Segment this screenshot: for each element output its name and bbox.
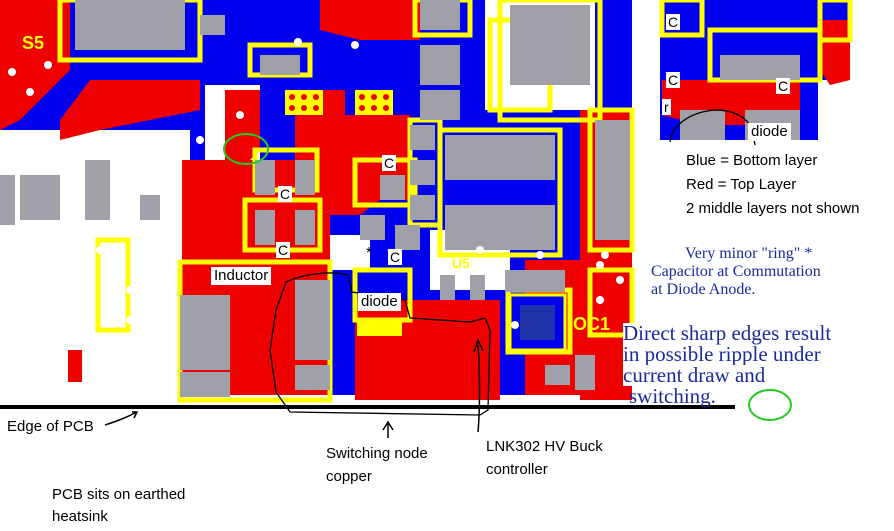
silkscreen-s5: S5 bbox=[22, 33, 45, 53]
ring-note-line1: Very minor "ring" * bbox=[685, 245, 813, 262]
edges-note-line1: Direct sharp edges result bbox=[623, 321, 832, 345]
legend-middle: 2 middle layers not shown bbox=[686, 200, 860, 217]
silkscreen-oc1: OC1 bbox=[573, 314, 611, 334]
diode-pad bbox=[357, 318, 402, 336]
capacitor-label: C bbox=[666, 72, 681, 88]
ic-footprints bbox=[285, 90, 393, 115]
capacitor-label: C bbox=[382, 155, 397, 171]
inductor-label: Inductor bbox=[211, 267, 272, 285]
ring-note-line2: Capacitor at Commutation bbox=[651, 263, 821, 280]
diode-label-legend: diode bbox=[748, 123, 791, 141]
callout-heatsink: PCB sits on earthed heatsink bbox=[52, 486, 186, 525]
ring-note-line3: at Diode Anode. bbox=[651, 281, 756, 298]
capacitor-label: C bbox=[776, 78, 791, 94]
capacitor-label: C bbox=[666, 14, 681, 30]
layer-legend: Blue = Bottom layer Red = Top Layer 2 mi… bbox=[686, 149, 859, 221]
capacitor-label: C bbox=[276, 242, 291, 258]
edges-note-line2: in possible ripple under bbox=[623, 344, 832, 365]
green-marker-right bbox=[748, 389, 792, 421]
component-pads bbox=[0, 0, 800, 397]
edges-note-line4: switching. bbox=[629, 384, 716, 408]
resistor-label: r bbox=[662, 99, 671, 115]
edges-note: Direct sharp edges result in possible ri… bbox=[623, 321, 832, 408]
callout-lnk302: LNK302 HV Buck controller bbox=[486, 438, 603, 478]
lnk302-package bbox=[508, 293, 567, 352]
edges-note-line3: current draw and bbox=[623, 363, 766, 387]
left-clearance-strip bbox=[0, 260, 60, 395]
legend-blue: Blue = Bottom layer bbox=[686, 152, 818, 169]
callout-arrows bbox=[104, 337, 484, 438]
capacitor-label: C bbox=[278, 186, 293, 202]
ring-note: Very minor "ring" * Capacitor at Commuta… bbox=[651, 245, 821, 299]
legend-red: Red = Top Layer bbox=[686, 176, 797, 193]
green-marker-left bbox=[223, 133, 269, 165]
callout-switching-node: Switching node copper bbox=[326, 445, 428, 485]
red-resistor bbox=[68, 350, 82, 382]
capacitor-star-label: * bbox=[366, 245, 373, 262]
silkscreen-u5: U5 bbox=[452, 255, 470, 271]
capacitor-label: C bbox=[388, 249, 403, 265]
callout-edge-of-pcb: Edge of PCB bbox=[7, 418, 94, 435]
switching-node-outline bbox=[269, 272, 491, 416]
vias bbox=[8, 38, 624, 329]
diode-label-main: diode bbox=[358, 293, 401, 311]
